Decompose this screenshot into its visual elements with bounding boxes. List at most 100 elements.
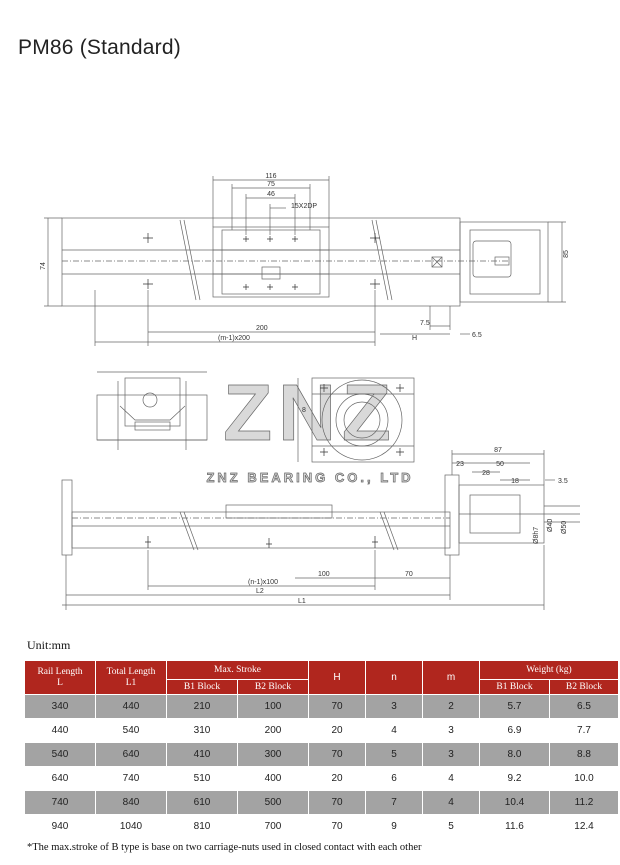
table-cell: 70: [308, 694, 366, 719]
header-weight-b2: B2 Block: [549, 679, 619, 695]
table-cell: 4: [422, 790, 480, 815]
table-cell: 9: [365, 814, 423, 839]
page-title: PM86 (Standard): [18, 36, 181, 59]
dim-6-5: 6.5: [472, 332, 482, 339]
technical-drawing: ZNZ ZNZ BEARING CO., LTD: [0, 150, 620, 620]
table-cell: 4: [422, 766, 480, 791]
table-cell: 940: [24, 814, 96, 839]
table-cell: 300: [237, 742, 309, 767]
table-cell: 700: [237, 814, 309, 839]
dim-m-200: (m-1)x200: [218, 335, 250, 342]
dim-85: 85: [563, 250, 570, 258]
header-h: H: [308, 660, 366, 695]
table-cell: 3: [365, 694, 423, 719]
table-cell: 12.4: [549, 814, 619, 839]
dim-dia-8h7: Ø8h7: [533, 527, 540, 544]
table-cell: 410: [166, 742, 238, 767]
table-cell: 20: [308, 718, 366, 743]
dim-8: 8: [302, 407, 306, 414]
table-cell: 5: [422, 814, 480, 839]
watermark-logo: ZNZ: [223, 368, 397, 457]
table-cell: 510: [166, 766, 238, 791]
table-cell: 8.0: [479, 742, 550, 767]
dim-87: 87: [494, 447, 502, 454]
table-cell: 3: [422, 742, 480, 767]
dim-116: 116: [265, 173, 276, 180]
dim-28: 28: [482, 470, 490, 477]
table-cell: 500: [237, 790, 309, 815]
table-cell: 440: [95, 694, 167, 719]
table-cell: 7.7: [549, 718, 619, 743]
table-cell: 3: [422, 718, 480, 743]
table-cell: 9.2: [479, 766, 550, 791]
dim-hole: 15X2DP: [291, 203, 317, 210]
footnote: *The max.stroke of B type is base on two…: [27, 842, 422, 853]
table-cell: 810: [166, 814, 238, 839]
table-cell: 610: [166, 790, 238, 815]
dim-dia-50: Ø50: [561, 521, 568, 534]
table-cell: 200: [237, 718, 309, 743]
header-m: m: [422, 660, 480, 695]
end-view: [96, 371, 208, 450]
header-n: n: [365, 660, 423, 695]
header-stroke-b1: B1 Block: [166, 679, 238, 695]
dim-23: 23: [456, 461, 464, 468]
table-cell: 10.4: [479, 790, 550, 815]
dim-L2: L2: [256, 588, 264, 595]
table-cell: 70: [308, 742, 366, 767]
unit-label: Unit:mm: [27, 638, 71, 652]
dim-3-5: 3.5: [558, 478, 568, 485]
table-cell: 11.6: [479, 814, 550, 839]
header-weight-b1: B1 Block: [479, 679, 550, 695]
table-cell: 1040: [95, 814, 167, 839]
dim-n-100: (n-1)x100: [248, 579, 278, 586]
table-cell: 10.0: [549, 766, 619, 791]
table-cell: 6.9: [479, 718, 550, 743]
table-cell: 740: [95, 766, 167, 791]
dim-H: H: [412, 335, 417, 342]
side-view: 87 23 50 28 18 3.5 Ø40 Ø50 Ø8h7 100 70 (…: [61, 447, 580, 610]
dim-50: 50: [496, 461, 504, 468]
table-cell: 11.2: [549, 790, 619, 815]
table-cell: 210: [166, 694, 238, 719]
watermark: ZNZ ZNZ BEARING CO., LTD: [206, 368, 413, 486]
header-max-stroke: Max. Stroke: [166, 660, 309, 680]
flange-view: 8: [297, 377, 415, 463]
dim-18: 18: [511, 478, 519, 485]
table-cell: 440: [24, 718, 96, 743]
dim-46: 46: [267, 191, 275, 198]
table-cell: 20: [308, 766, 366, 791]
dim-100: 100: [318, 571, 330, 578]
dim-7-5: 7.5: [420, 320, 430, 327]
dim-dia-40: Ø40: [547, 519, 554, 532]
table-cell: 100: [237, 694, 309, 719]
table-cell: 840: [95, 790, 167, 815]
header-stroke-b2: B2 Block: [237, 679, 309, 695]
table-cell: 340: [24, 694, 96, 719]
table-cell: 740: [24, 790, 96, 815]
table-cell: 640: [95, 742, 167, 767]
watermark-text: ZNZ BEARING CO., LTD: [206, 470, 413, 485]
table-cell: 5.7: [479, 694, 550, 719]
table-cell: 540: [95, 718, 167, 743]
table-cell: 400: [237, 766, 309, 791]
table-cell: 310: [166, 718, 238, 743]
table-cell: 70: [308, 790, 366, 815]
table-cell: 8.8: [549, 742, 619, 767]
header-weight: Weight (kg): [479, 660, 619, 680]
dim-74: 74: [40, 262, 47, 270]
dim-70: 70: [405, 571, 413, 578]
table-cell: 70: [308, 814, 366, 839]
dim-L1: L1: [298, 598, 306, 605]
table-cell: 2: [422, 694, 480, 719]
table-cell: 540: [24, 742, 96, 767]
dim-75: 75: [267, 181, 275, 188]
